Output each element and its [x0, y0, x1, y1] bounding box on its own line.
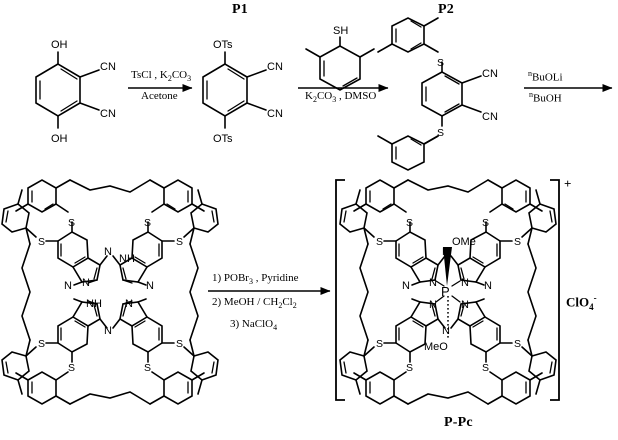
ppc-n-pyrrole-ur: N	[461, 277, 469, 289]
molecule-thiophenol-reagent	[305, 36, 375, 91]
fb-s-top-left: S	[68, 217, 75, 229]
thiophenol-sh: SH	[333, 25, 348, 37]
p1-ots-bottom: OTs	[213, 133, 233, 145]
product-bracket-right	[550, 179, 560, 401]
fb-s-bottom-right: S	[144, 362, 151, 374]
ppc-s-top-right: S	[482, 217, 489, 229]
step4-condition-line2: 2) MeOH / CH2Cl2	[212, 296, 297, 311]
ppc-n-meso-top: N	[442, 246, 450, 258]
molecule-p1	[202, 51, 267, 129]
ppc-s-bottom-right: S	[482, 362, 489, 374]
sm-cn-top: CN	[100, 61, 116, 73]
molecule-p2	[377, 17, 482, 171]
fb-s-bottom-left: S	[68, 362, 75, 374]
p1-cn-top: CN	[267, 61, 283, 73]
ppc-s-bottom-left: S	[406, 362, 413, 374]
step2-conditions-below: K2CO3 , DMSO	[305, 90, 377, 105]
fb-n-meso-bottom: N	[104, 325, 112, 337]
fb-n-meso-right: N	[146, 280, 154, 292]
fb-n-pyrrole-lr: N	[125, 298, 133, 310]
ppc-center-phosphorus: P	[441, 284, 450, 299]
ppc-s-right-lower: S	[514, 338, 521, 350]
molecule-free-base-phthalocyanine	[1, 179, 219, 405]
step4-condition-line1: 1) POBr3 , Pyridine	[212, 272, 299, 287]
label-p1: P1	[232, 2, 248, 17]
ppc-n-meso-right: N	[484, 280, 492, 292]
p2-s-top: S	[437, 57, 444, 69]
label-p-pc: P-Pc	[444, 415, 473, 430]
fb-n-meso-left: N	[64, 280, 72, 292]
ppc-s-left-upper: S	[376, 236, 383, 248]
ppc-s-right-upper: S	[514, 236, 521, 248]
fb-s-right-upper: S	[176, 236, 183, 248]
sm-oh-bottom: OH	[51, 133, 68, 145]
step1-solvent-below: Acetone	[141, 90, 178, 102]
sm-oh-top: OH	[51, 39, 68, 51]
fb-n-meso-top: N	[104, 246, 112, 258]
p1-cn-bottom: CN	[267, 108, 283, 120]
p2-s-bottom: S	[437, 127, 444, 139]
ppc-axial-meo-down: MeO	[424, 341, 448, 353]
fb-s-left-upper: S	[38, 236, 45, 248]
fb-s-top-right: S	[144, 217, 151, 229]
sm-cn-bottom: CN	[100, 108, 116, 120]
ppc-n-pyrrole-ul: N	[429, 277, 437, 289]
ppc-n-meso-left: N	[402, 280, 410, 292]
step1-reagent-above: TsCl , K2CO3	[131, 69, 192, 84]
ppc-s-left-lower: S	[376, 338, 383, 350]
cation-charge-label: +	[564, 176, 572, 191]
molecule-starting-material	[35, 51, 100, 129]
counterion-perchlorate: ClO4-	[566, 293, 597, 312]
fb-nh-pyrrole-ur: NH	[119, 253, 135, 265]
fb-s-left-lower: S	[38, 338, 45, 350]
label-p2: P2	[438, 2, 454, 17]
ppc-n-pyrrole-lr: N	[461, 299, 469, 311]
p1-ots-top: OTs	[213, 39, 233, 51]
step4-condition-line3: 3) NaClO4	[230, 318, 278, 333]
fb-n-pyrrole-ul: N	[82, 277, 90, 289]
ppc-n-pyrrole-ll: N	[429, 299, 437, 311]
fb-nh-pyrrole-ll: NH	[86, 298, 102, 310]
p2-cn-bottom: CN	[482, 111, 498, 123]
p2-cn-top: CN	[482, 68, 498, 80]
product-bracket-left	[335, 179, 345, 401]
fb-s-right-lower: S	[176, 338, 183, 350]
step3-solvent-below: nBuOH	[529, 90, 562, 105]
ppc-s-top-left: S	[406, 217, 413, 229]
ppc-n-meso-bottom: N	[442, 325, 450, 337]
molecule-p-pc-product	[339, 179, 557, 405]
step3-reagent-above: nBuOLi	[528, 69, 563, 84]
ppc-axial-ome-up: OMe	[452, 236, 476, 248]
